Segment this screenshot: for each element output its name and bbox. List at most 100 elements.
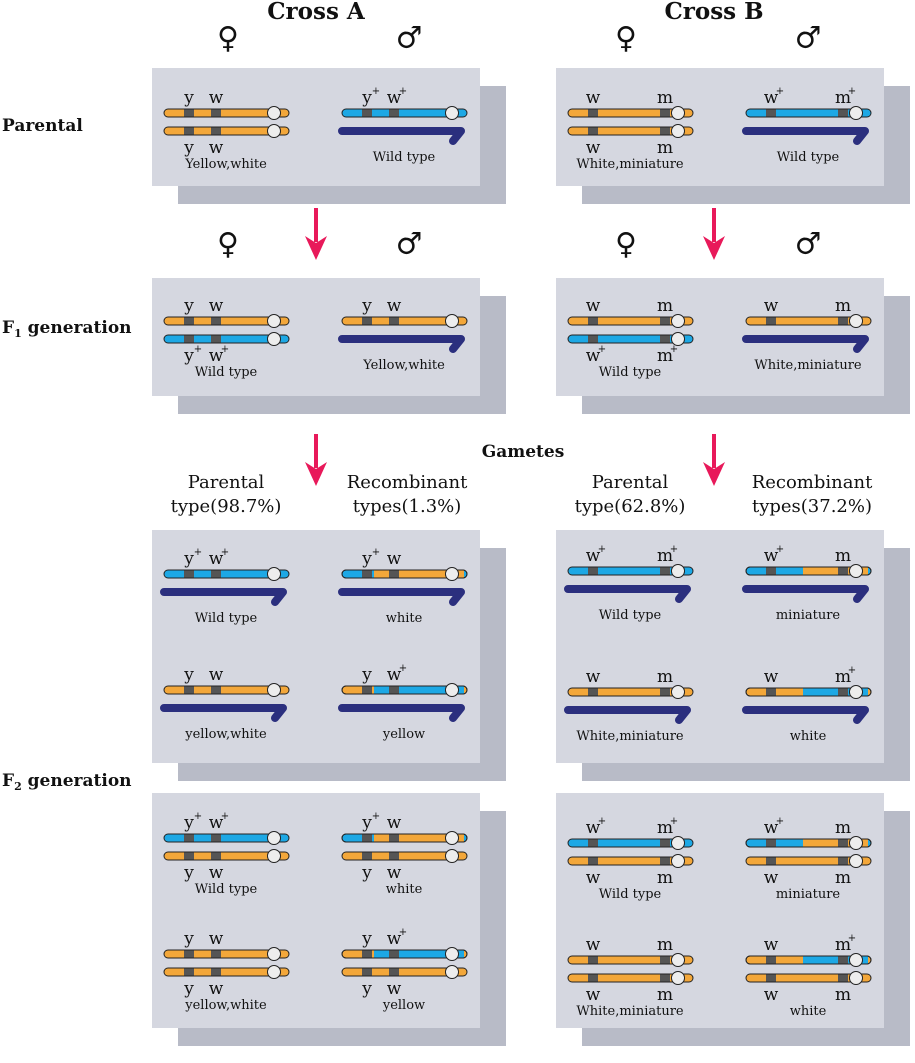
gene-band (184, 317, 194, 325)
centromere (445, 849, 459, 863)
cross-b-recombinant-header-line2: types(37.2%) (752, 496, 872, 517)
allele-label: y (361, 863, 372, 883)
male-symbol-icon: ♂ (795, 227, 822, 262)
recombinant-segment (803, 839, 868, 847)
wild-type-allele-superscript: + (372, 86, 380, 97)
chromosome-group-b-gam-male-1: w+m+Wild type (564, 544, 694, 623)
phenotype-caption: Wild type (195, 611, 258, 626)
allele-label: w (387, 88, 402, 108)
allele-label: m (657, 818, 673, 838)
y-chromosome (338, 127, 465, 145)
centromere (671, 854, 685, 868)
cross-a-parental-header-line2: type(98.7%) (171, 496, 282, 517)
x-chromosome (163, 949, 290, 959)
centromere (671, 314, 685, 328)
gene-band (362, 686, 372, 694)
recombinant-segment (374, 570, 464, 578)
x-chromosome (163, 108, 290, 118)
phenotype-caption: white (790, 729, 827, 744)
allele-label: y (183, 813, 194, 833)
centromere (671, 332, 685, 346)
phenotype-caption: Wild type (195, 365, 258, 380)
wild-type-allele-superscript: + (848, 665, 856, 676)
female-symbol-icon: ♀ (217, 227, 239, 262)
gene-band (838, 857, 848, 865)
gametes-label: Gametes (482, 442, 565, 462)
allele-label: y (183, 138, 194, 158)
x-chromosome (341, 316, 468, 326)
wild-type-allele-superscript: + (194, 811, 202, 822)
gene-band (389, 317, 399, 325)
allele-label: m (657, 667, 673, 687)
centromere (267, 965, 281, 979)
allele-label: w (764, 935, 779, 955)
phenotype-caption: white (790, 1004, 827, 1019)
recombinant-segment (374, 686, 464, 694)
phenotype-caption: yellow (382, 727, 425, 742)
cross-b-recombinant-header-line1: Recombinant (752, 472, 873, 493)
wild-type-allele-superscript: + (372, 547, 380, 558)
gene-band (362, 950, 372, 958)
gene-band (838, 567, 848, 575)
centromere (849, 106, 863, 120)
down-arrow-icon (305, 208, 327, 260)
centromere (445, 965, 459, 979)
centromere (445, 106, 459, 120)
y-chromosome (160, 588, 287, 606)
allele-label: y (361, 979, 372, 999)
gene-band (184, 950, 194, 958)
phenotype-caption: yellow (382, 998, 425, 1013)
phenotype-caption: miniature (776, 608, 841, 623)
gene-band (660, 839, 670, 847)
recombinant-segment (374, 834, 464, 842)
centromere (267, 314, 281, 328)
gene-band (362, 852, 372, 860)
x-chromosome (341, 851, 468, 861)
centromere (267, 831, 281, 845)
gene-band (838, 956, 848, 964)
wild-type-allele-superscript: + (776, 544, 784, 555)
centromere (671, 564, 685, 578)
y-chromosome (742, 585, 869, 603)
wild-type-allele-superscript: + (194, 547, 202, 558)
centromere (671, 685, 685, 699)
centromere (671, 836, 685, 850)
y-chromosome (564, 706, 691, 724)
allele-label: m (835, 985, 851, 1005)
allele-label: w (764, 667, 779, 687)
allele-label: m (657, 985, 673, 1005)
wild-type-allele-superscript: + (776, 816, 784, 827)
wild-type-allele-superscript: + (598, 816, 606, 827)
centromere (849, 836, 863, 850)
wild-type-allele-superscript: + (221, 811, 229, 822)
allele-label: w (387, 929, 402, 949)
gene-band (362, 834, 372, 842)
allele-label: w (586, 818, 601, 838)
centromere (849, 971, 863, 985)
wild-type-allele-superscript: + (670, 344, 678, 355)
x-chromosome (163, 685, 290, 695)
cross-b-title: Cross B (664, 0, 763, 25)
phenotype-caption: White,miniature (576, 729, 684, 744)
centromere (445, 947, 459, 961)
phenotype-caption: White,miniature (576, 157, 684, 172)
centromere (445, 831, 459, 845)
gene-band (211, 950, 221, 958)
cross-a-recombinant-header-line2: types(1.3%) (353, 496, 462, 517)
allele-label: w (209, 549, 224, 569)
gene-band (184, 570, 194, 578)
y-chromosome (742, 335, 869, 353)
allele-label: m (657, 935, 673, 955)
panel-a-f2 (152, 793, 480, 1028)
gene-band (660, 335, 670, 343)
x-chromosome (163, 967, 290, 977)
gene-band (211, 317, 221, 325)
gene-band (184, 968, 194, 976)
gene-band (211, 335, 221, 343)
phenotype-caption: Wild type (599, 365, 662, 380)
phenotype-caption: yellow,white (184, 998, 267, 1013)
